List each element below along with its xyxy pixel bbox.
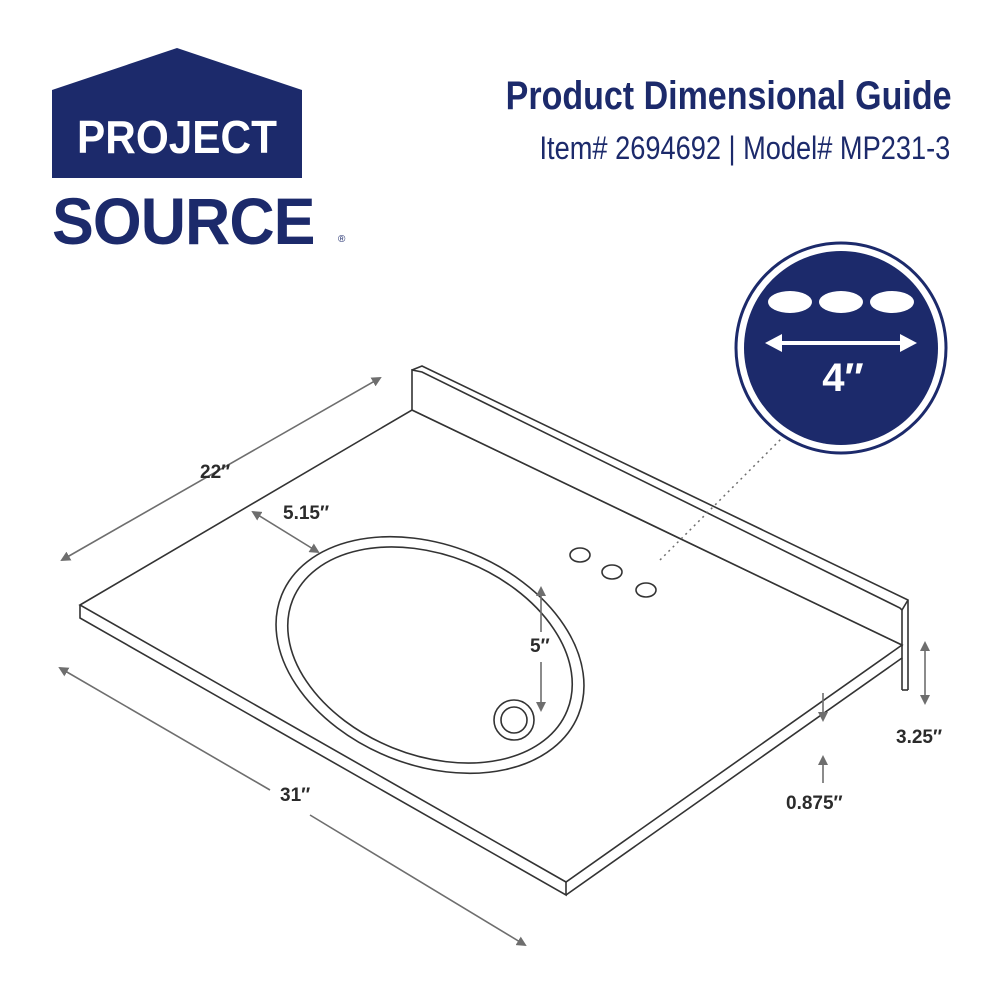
width-arrow-right	[309, 814, 527, 947]
backsplash-height-label: 3.25″	[896, 727, 943, 748]
logo-text-source: SOURCE	[52, 184, 316, 258]
depth-arrow	[60, 377, 382, 561]
bowl-offset-label: 5.15″	[283, 503, 330, 524]
thickness-label: 0.875″	[786, 793, 843, 814]
logo-house-shape	[52, 48, 302, 178]
faucet-spacing-label: 4″	[822, 356, 864, 400]
project-source-logo: PROJECT SOURCE ®	[52, 48, 348, 254]
bowl-offset-arrow	[251, 510, 320, 554]
width-arrow-left	[58, 666, 271, 791]
logo-text-project: PROJECT	[77, 111, 277, 163]
bowl-depth-label: 5″	[530, 636, 550, 657]
registered-mark: ®	[338, 234, 346, 245]
page-title: Product Dimensional Guide	[506, 74, 952, 118]
faucet-holes	[569, 547, 657, 598]
faucet-spacing-badge	[734, 241, 948, 455]
item-model-subtitle: Item# 2694692 | Model# MP231-3	[539, 130, 950, 166]
badge-leader-line	[659, 429, 791, 561]
depth-label: 22″	[200, 462, 231, 483]
width-label: 31″	[280, 785, 311, 806]
sink-basin	[275, 535, 585, 775]
